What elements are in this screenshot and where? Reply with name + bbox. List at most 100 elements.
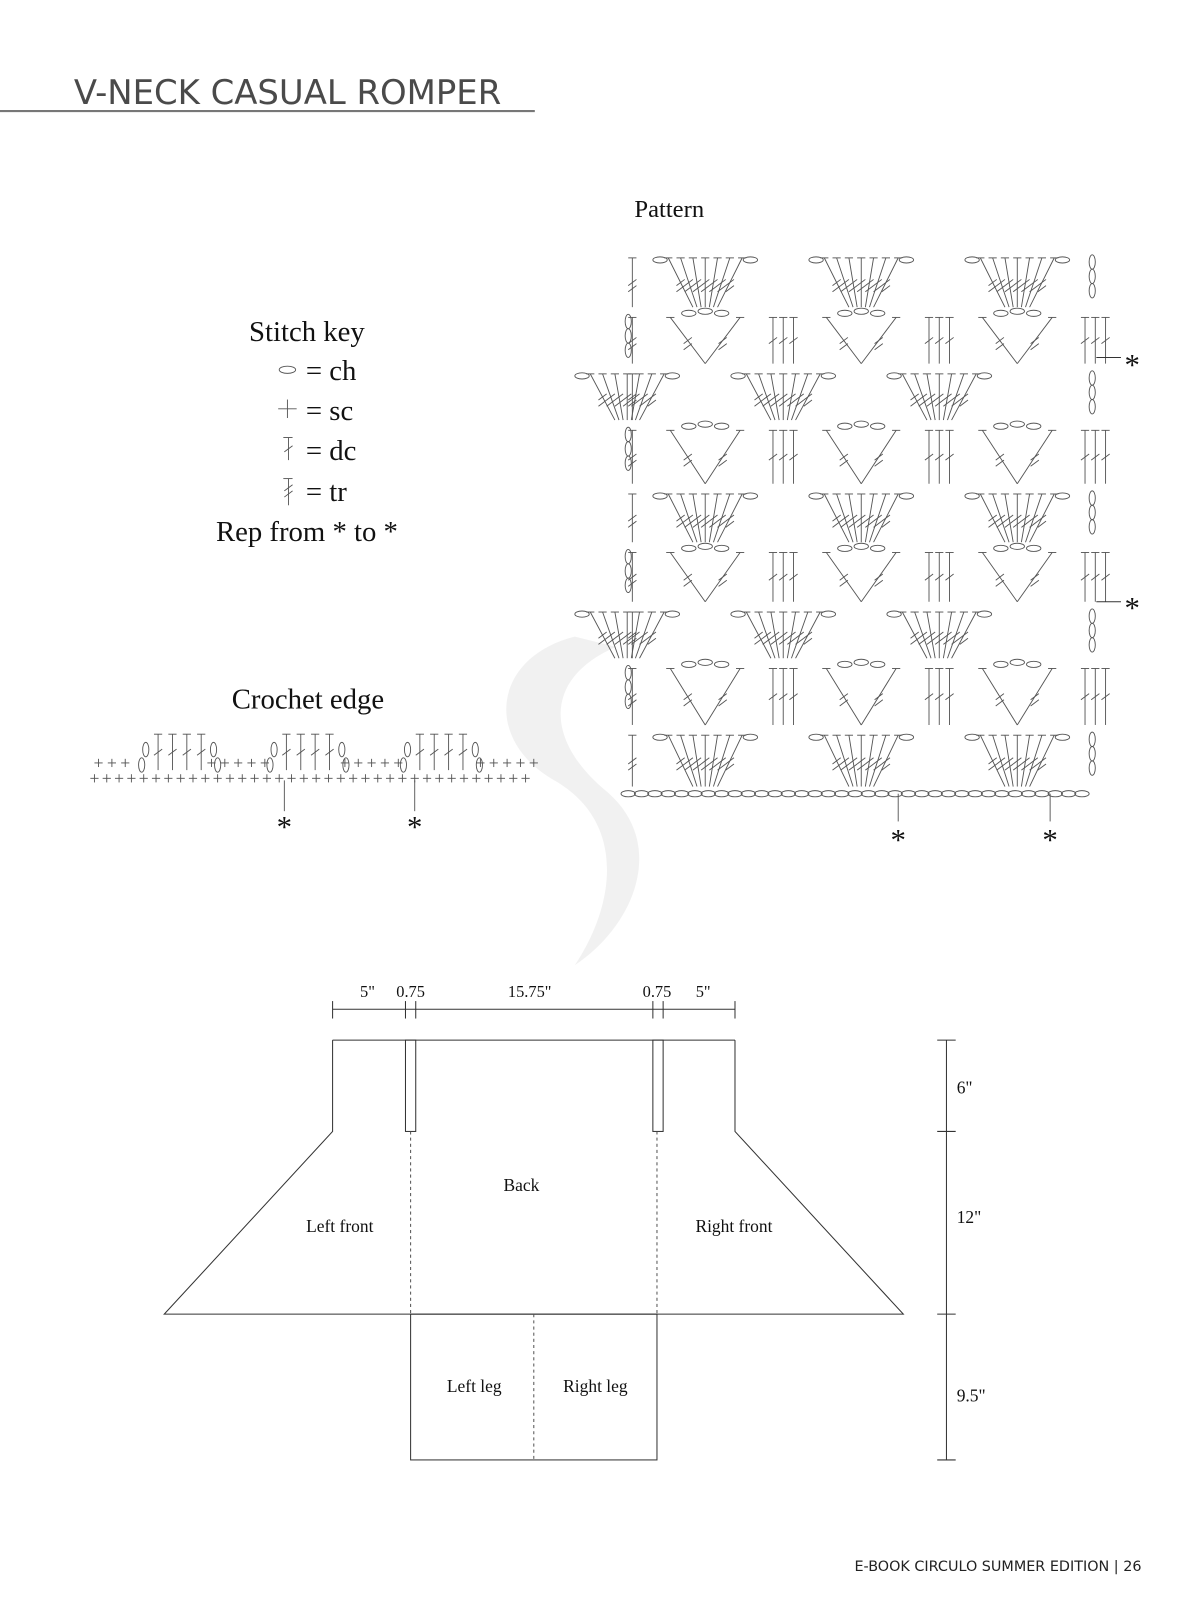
stitch-bar xyxy=(787,399,796,407)
chain-stitch xyxy=(898,256,915,264)
chain-stitch xyxy=(727,790,743,798)
stitch-bar xyxy=(918,637,928,645)
stitch-bar xyxy=(717,285,727,293)
stitch-bar xyxy=(848,514,858,522)
stitch-bar xyxy=(717,520,727,528)
stitch-bar xyxy=(325,748,334,756)
stitch-bar xyxy=(995,453,1005,461)
stitch-bar xyxy=(1037,520,1047,528)
stitch-bar xyxy=(840,520,850,528)
stitch-bar xyxy=(718,573,728,581)
chain-stitch xyxy=(1026,544,1042,552)
chain-stitch xyxy=(870,544,886,552)
stitch-bar xyxy=(709,279,718,286)
stitch-bar xyxy=(598,399,607,407)
stitch-bar xyxy=(795,631,805,639)
stitch-bar xyxy=(988,514,998,522)
chain-stitch xyxy=(713,309,730,317)
stitch-bar xyxy=(924,453,934,461)
chain-stitch xyxy=(870,660,886,668)
stitch-bar xyxy=(995,573,1005,581)
stitch-bar xyxy=(832,757,841,765)
chain-stitch xyxy=(927,790,943,798)
stitch-bar xyxy=(874,693,884,701)
stitch-bar xyxy=(865,285,874,293)
stitch-bar xyxy=(725,763,735,771)
width-label: 15.75" xyxy=(508,982,552,1001)
chain-stitch xyxy=(820,610,837,618)
stitch-bar xyxy=(926,393,936,401)
chain-stitch xyxy=(993,660,1009,668)
stitch-bar xyxy=(1021,279,1030,286)
chain-stitch xyxy=(870,309,886,317)
stitch-bar xyxy=(1029,285,1039,293)
stitch-bar xyxy=(1090,693,1100,701)
key-label-sc: = sc xyxy=(306,395,353,427)
stitch-bar xyxy=(153,748,163,756)
crochet-edge-heading: Crochet edge xyxy=(232,684,384,716)
stitch-bar xyxy=(924,693,934,701)
right-strap xyxy=(652,1039,664,1132)
chain-stitch xyxy=(624,563,632,579)
stitch-bar xyxy=(881,514,891,522)
stitch-bar xyxy=(647,631,657,639)
chain-stitch xyxy=(980,790,997,798)
chain-stitch xyxy=(1009,542,1025,550)
chain-stitch xyxy=(870,422,886,430)
chain-stitch xyxy=(886,610,902,618)
stitch-bar xyxy=(839,459,849,467)
stitch-bar xyxy=(934,693,944,701)
chain-stitch xyxy=(681,422,697,430)
chain-stitch xyxy=(624,328,632,344)
chain-stitch xyxy=(780,790,797,798)
height-label: 12" xyxy=(957,1207,982,1227)
chain-stitch xyxy=(471,741,479,758)
stitch-bar xyxy=(1012,279,1022,286)
stitch-bar xyxy=(627,343,637,351)
chain-stitch xyxy=(993,309,1009,317)
chain-stitch xyxy=(1026,660,1042,668)
chain-stitch xyxy=(1088,490,1096,506)
chain-stitch xyxy=(1088,760,1096,776)
stitch-bar xyxy=(1029,279,1039,286)
stitch-bar xyxy=(627,763,637,771)
stitch-bar xyxy=(614,393,624,401)
chain-stitch xyxy=(209,741,218,758)
stitch-bar xyxy=(924,337,934,344)
chain-stitch xyxy=(820,790,837,798)
chain-stitch xyxy=(754,790,770,798)
stitch-bar xyxy=(770,399,780,407)
stitch-bar xyxy=(865,279,874,286)
stitch-bar xyxy=(639,399,649,407)
chain-stitch xyxy=(624,693,632,709)
pattern-chart xyxy=(574,254,1110,822)
stitch-bar xyxy=(795,637,805,645)
stitch-bar xyxy=(1029,520,1039,528)
chain-stitch xyxy=(1088,384,1096,401)
stitch-bar xyxy=(795,399,805,407)
stitch-bar xyxy=(1037,285,1047,293)
stitch-bar xyxy=(934,337,944,344)
stitch-bar xyxy=(684,520,694,528)
chain-stitch xyxy=(713,422,730,430)
repeat-note: Rep from * to * xyxy=(216,516,398,548)
chain-stitch xyxy=(874,790,890,798)
stitch-bar xyxy=(1101,337,1110,344)
stitch-bar xyxy=(943,631,952,639)
chain-stitch xyxy=(624,679,632,695)
stitch-bar xyxy=(1037,763,1047,771)
stitch-bar xyxy=(627,520,637,528)
pattern-repeat-marker: * xyxy=(891,823,906,857)
stitch-bar xyxy=(718,579,728,587)
stitch-bar xyxy=(918,393,928,401)
stitch-bar xyxy=(683,459,693,467)
stitch-bar xyxy=(839,343,849,351)
chain-stitch xyxy=(837,422,853,430)
stitch-bar xyxy=(762,637,772,645)
stitch-bar xyxy=(718,699,728,707)
piece-label-back: Back xyxy=(504,1175,540,1195)
stitch-bar xyxy=(943,393,952,401)
stitch-bar xyxy=(1004,763,1014,771)
stitch-bar xyxy=(934,399,944,407)
stitch-bar xyxy=(995,579,1005,587)
